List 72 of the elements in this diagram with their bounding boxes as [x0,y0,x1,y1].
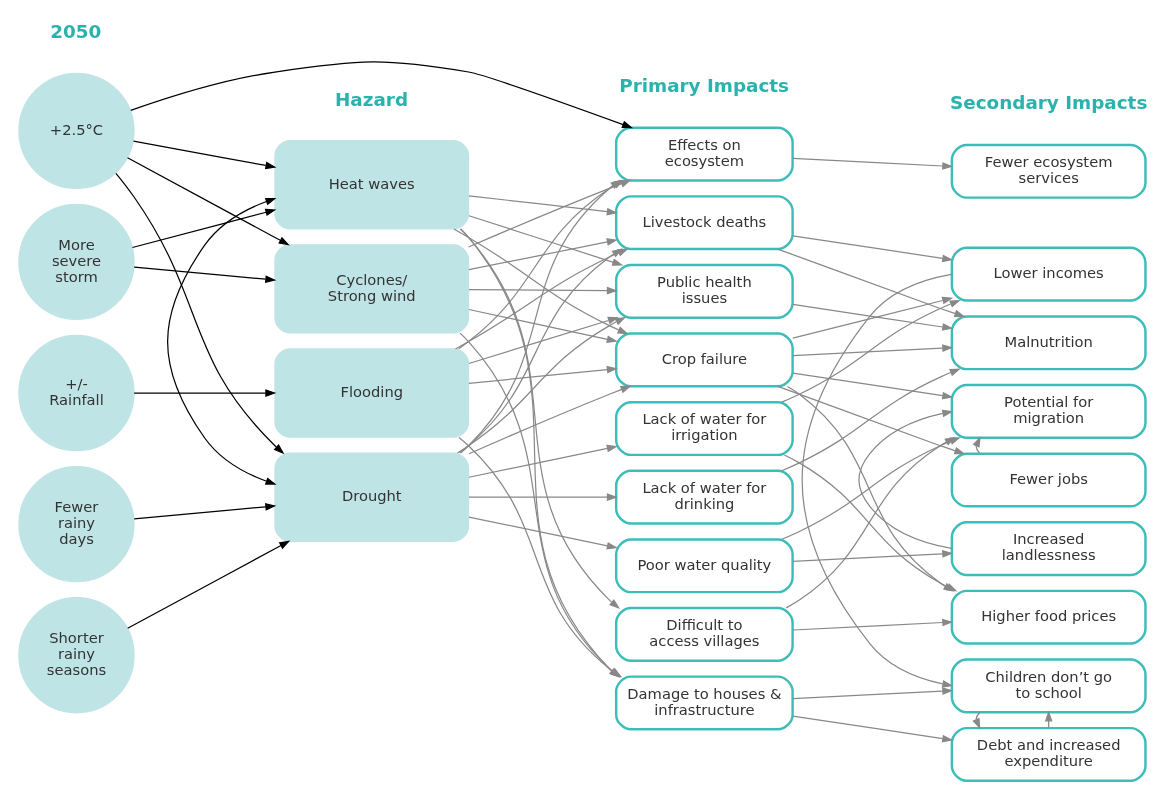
arrow [792,344,954,357]
arrow [792,303,954,331]
label: Primary Impacts [619,75,790,97]
arrow [972,436,981,454]
label: Secondary Impacts [950,92,1148,114]
arrow [777,248,966,318]
node-box: Effects on ecosystem [614,126,794,182]
arrow [133,266,277,284]
arrow [115,172,285,455]
arrow [167,197,277,485]
node-box: Drought [274,452,470,542]
arrow [792,687,954,700]
arrow [468,195,618,216]
arrow [792,157,954,170]
arrow [468,444,618,478]
node-box: Lower incomes [950,246,1147,302]
arrow [459,228,621,609]
arrow [781,299,961,403]
arrow [777,385,966,455]
arrow [468,516,618,550]
arrow [468,493,618,502]
arrow [131,208,277,249]
arrow [130,61,634,129]
arrow [133,389,277,397]
node-box: Lack of water for drinking [614,469,794,525]
node-box: Malnutrition [950,315,1147,371]
arrow [459,248,623,454]
arrow [468,365,618,384]
node-circle: +/- Rainfall [18,334,135,452]
arrow [127,540,291,629]
arrow [468,238,618,271]
arrow [459,179,622,454]
node-box: Increased landlessness [950,521,1147,577]
node-circle: Shorter rainy seasons [18,597,135,714]
arrow [468,316,619,365]
arrow [468,215,624,266]
node-circle: Fewer rainy days [18,465,135,583]
arrow [126,157,290,246]
node-box: Fewer jobs [950,452,1147,508]
node-box: Poor water quality [614,538,794,594]
node-box: Flooding [274,348,470,438]
arrow [468,385,632,455]
arrow [792,235,954,263]
node-box: Higher food prices [950,589,1147,645]
node-circle: More severe storm [18,203,135,321]
node-box: Crop failure [614,332,794,388]
label: 2050 [50,21,102,43]
node-box: Public health issues [614,263,794,319]
node-circle: +2.5°C [18,72,135,190]
node-box: Damage to houses & infrastructure [614,675,794,731]
arrow [468,308,618,344]
arrow [792,550,954,562]
arrow [133,503,277,520]
node-box: Heat waves [274,140,470,230]
node-box: Children don’t go to school [950,658,1147,714]
arrow [792,372,954,400]
arrow [972,711,981,730]
node-box: Cyclones/ Strong wind [274,244,470,334]
arrow [132,140,277,170]
node-box: Fewer ecosystem services [950,143,1147,199]
node-box: Potential for migration [950,383,1147,439]
arrow [468,286,618,295]
arrow [792,296,954,339]
arrow [792,618,954,631]
arrow [792,715,954,743]
node-box: Debt and increased expenditure [950,726,1147,782]
label: Hazard [335,88,409,110]
arrow [456,316,627,454]
node-box: Livestock deaths [614,195,794,251]
node-box: Difficult to access villages [614,606,794,662]
arrow [858,409,954,549]
node-box: Lack of water for irrigation [614,401,794,457]
